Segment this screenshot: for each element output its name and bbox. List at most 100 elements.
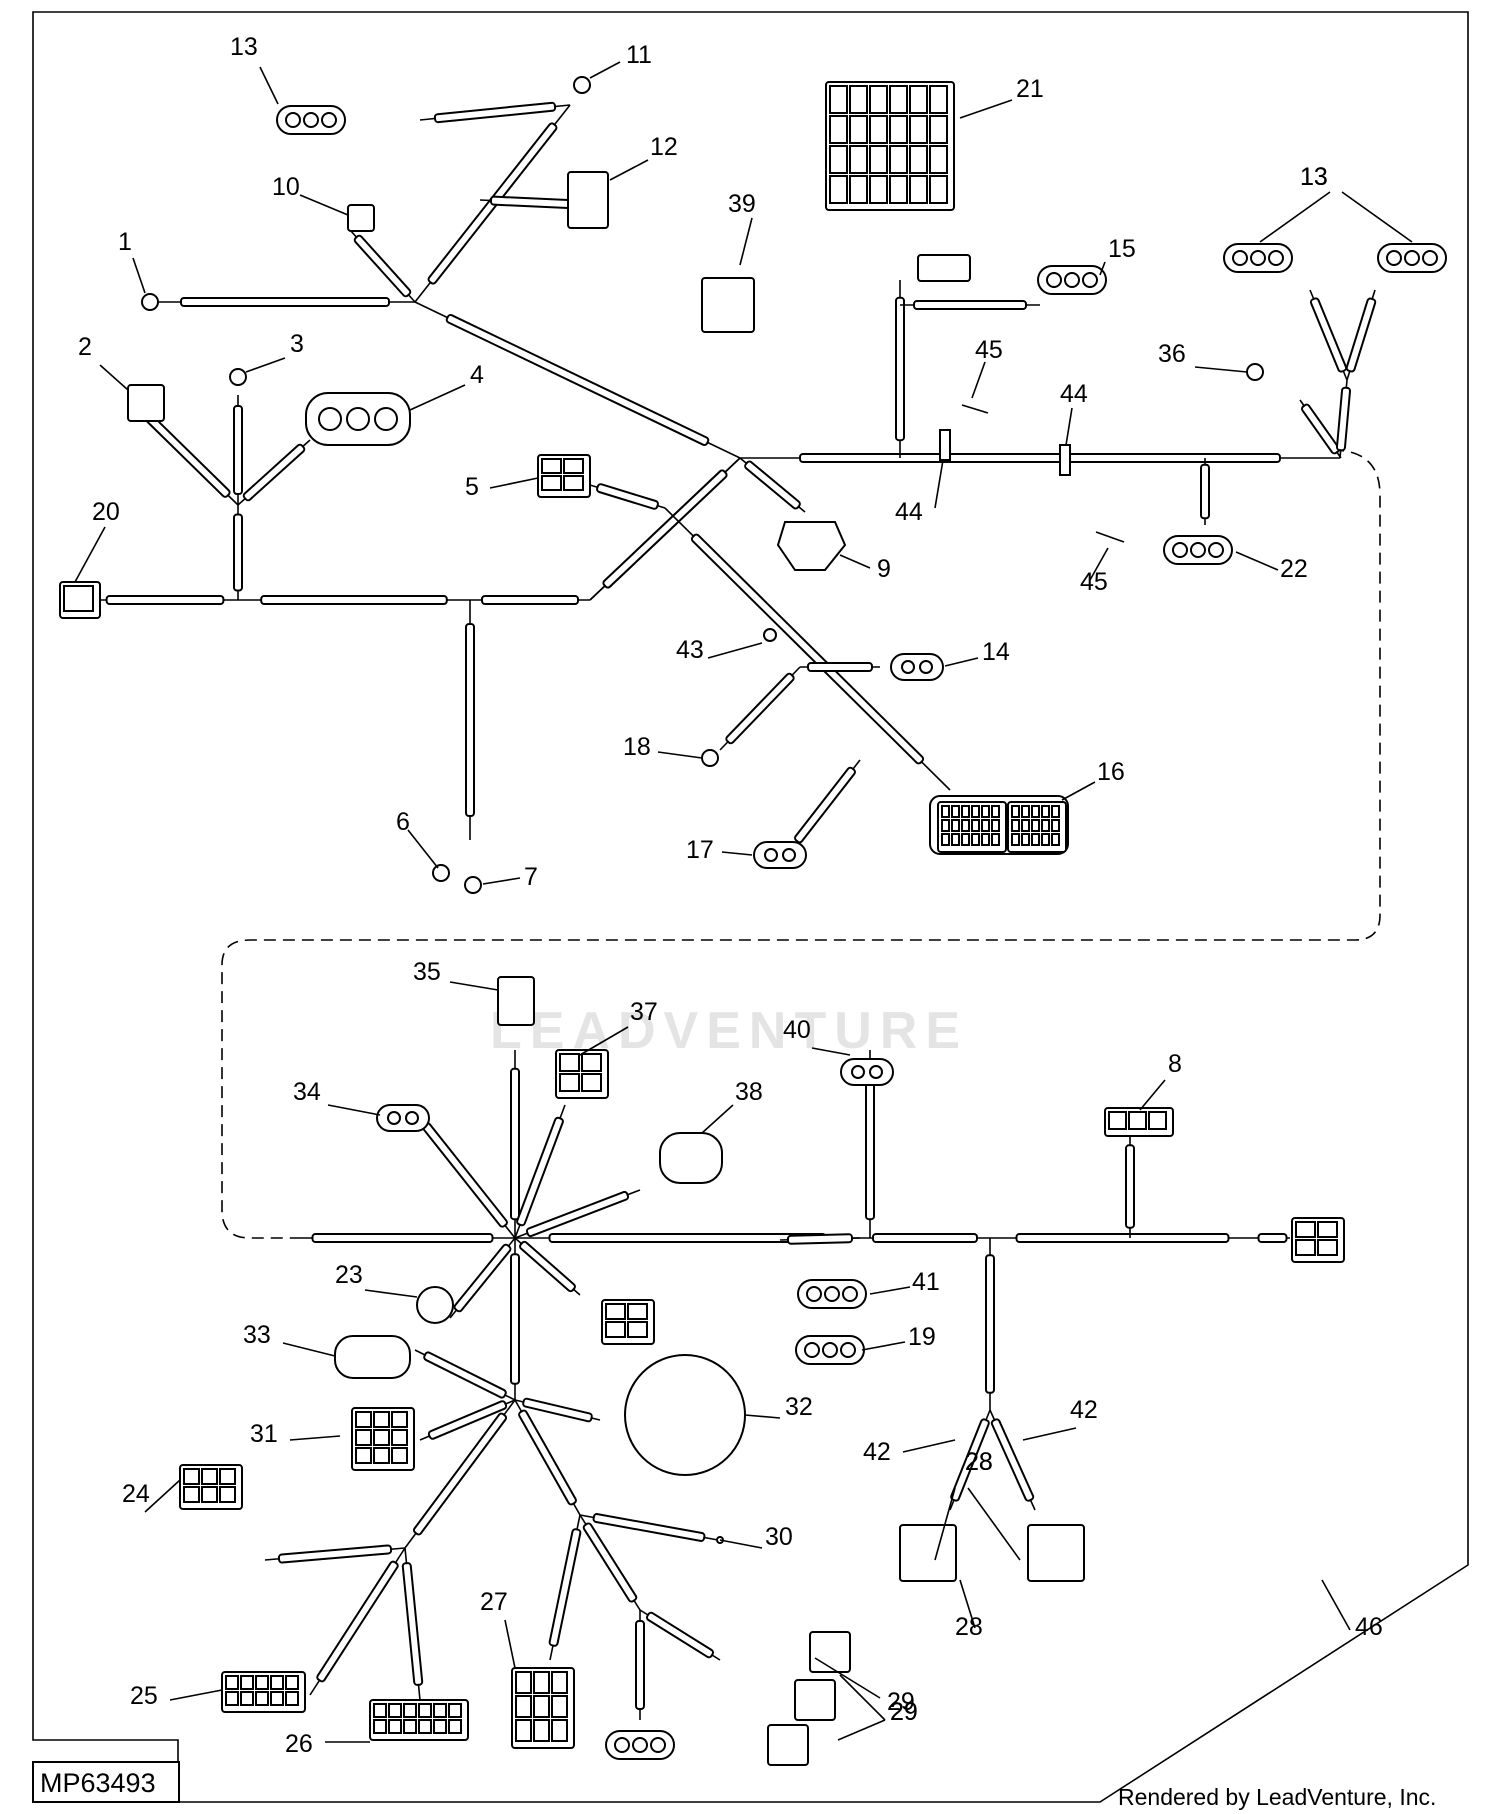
connector-36-ring: [1246, 363, 1264, 381]
upper-branch-21-sleeve: [725, 672, 795, 745]
connector-34-pin-2: [405, 1111, 419, 1125]
lower-branch-31-sleeve: [1125, 1144, 1135, 1229]
upper-branch-19-sleeve: [596, 483, 659, 510]
connector-16-pins-left-cell: [991, 819, 1000, 832]
connector-21-fuse-block-cell: [889, 85, 908, 114]
connector-5-lower-cell: [627, 1321, 648, 1338]
connector-21-fuse-block-cell: [929, 175, 948, 204]
upper-branch-27-sleeve: [1345, 297, 1377, 373]
lower-branch-8-sleeve: [525, 1190, 630, 1238]
callout-34: 34: [293, 1078, 321, 1106]
connector-21-fuse-block-cell: [929, 145, 948, 174]
callout-25: 25: [130, 1682, 158, 1710]
connector-2: [127, 384, 165, 422]
lower-branch-5-sleeve: [1257, 1233, 1288, 1243]
upper-branch-1-sleeve: [105, 595, 225, 605]
lower-branch-24-sleeve: [635, 1620, 645, 1710]
callout-28: 28: [955, 1613, 983, 1641]
callout-leader-21: [959, 99, 1013, 119]
connector-16-pins-right-cell: [1021, 833, 1030, 846]
connector-31-cell: [373, 1429, 390, 1446]
callout-leader-44: [1065, 407, 1073, 446]
connector-16-pins-left-cell: [971, 805, 980, 818]
callout-7: 7: [524, 863, 538, 891]
callout-28: 28: [965, 1448, 993, 1476]
callout-16: 16: [1097, 758, 1125, 786]
callout-leader-17: [721, 851, 753, 856]
connector-16-pins-left-cell: [971, 833, 980, 846]
connector-21-fuse-block-cell: [849, 145, 868, 174]
connector-27-cell: [551, 1719, 568, 1742]
connector-8-cell: [1128, 1111, 1147, 1130]
connector-29-b: [794, 1679, 836, 1721]
connector-31-cell: [391, 1447, 408, 1464]
connector-44-a: [939, 429, 951, 461]
callout-13: 13: [1300, 163, 1328, 191]
callout-leader-10: [299, 194, 349, 216]
connector-21-fuse-block-cell: [829, 175, 848, 204]
lower-branch-10-sleeve: [453, 1243, 512, 1313]
connector-16-pins-left-cell: [971, 819, 980, 832]
connector-16-pins-right-cell: [1031, 833, 1040, 846]
connector-41-pin-2: [824, 1286, 840, 1302]
connector-24-cell: [201, 1486, 218, 1503]
callout-27: 27: [480, 1588, 508, 1616]
callout-13: 13: [1300, 163, 1328, 191]
callout-35: 35: [413, 958, 441, 986]
lower-branch-18-sleeve: [277, 1544, 393, 1564]
connector-45-b-screw: [1095, 531, 1125, 543]
connector-26-cell: [433, 1703, 447, 1718]
callout-29: 29: [890, 1698, 918, 1726]
callout-leader-37: [579, 1026, 629, 1056]
connector-44-b: [1059, 444, 1071, 476]
connector-16-pins-left-cell: [981, 805, 990, 818]
connector-21-fuse-block-cell: [929, 85, 948, 114]
connector-13-b-pin-2: [1250, 250, 1266, 266]
connector-16-pins-left-cell: [941, 833, 950, 846]
connector-21-fuse-block-cell: [929, 115, 948, 144]
connector-9: [776, 521, 847, 571]
callout-leader-28: [934, 1487, 956, 1561]
callout-leader-34: [327, 1104, 381, 1116]
connector-21-fuse-block-cell: [909, 115, 928, 144]
lower-branch-23-sleeve: [582, 1522, 638, 1603]
callout-43: 43: [676, 636, 704, 664]
callout-leader-27: [504, 1619, 516, 1669]
connector-26-cell: [448, 1719, 462, 1734]
callout-24: 24: [122, 1480, 150, 1508]
callout-leader-1: [132, 257, 146, 294]
connector-25-cell: [255, 1691, 269, 1706]
upper-branch-23-sleeve: [799, 453, 1281, 463]
callout-leader-23: [364, 1289, 418, 1298]
connector-13-d-pin-2: [632, 1737, 648, 1753]
lower-branch-12-sleeve: [510, 1253, 520, 1385]
connector-16-pins-left-cell: [961, 833, 970, 846]
connector-5-right-cell: [1317, 1221, 1338, 1238]
connector-5-lower-cell: [605, 1321, 626, 1338]
callout-leader-36: [1194, 366, 1248, 373]
connector-24-cell: [183, 1486, 200, 1503]
upper-branch-29-sleeve: [913, 300, 1027, 310]
callout-8: 8: [1168, 1050, 1182, 1078]
connector-43: [763, 628, 777, 642]
connector-17-pin-2: [782, 848, 796, 862]
connector-31-cell: [373, 1411, 390, 1428]
connector-7-ring: [464, 876, 482, 894]
lower-branch-9-sleeve: [422, 1122, 508, 1228]
callout-17: 17: [686, 836, 714, 864]
connector-5-upper-cell: [541, 475, 562, 491]
connector-41-pin-3: [842, 1286, 858, 1302]
callout-leader-32: [744, 1414, 781, 1419]
callout-leader-38: [701, 1104, 734, 1134]
callout-leader-35: [449, 981, 499, 991]
connector-13-b-pin-3: [1268, 250, 1284, 266]
connector-31-cell: [355, 1411, 372, 1428]
upper-branch-7-sleeve: [233, 405, 243, 495]
upper-branch-22-sleeve: [794, 766, 856, 844]
callout-leader-46: [1321, 1579, 1351, 1631]
connector-16-pins-left-cell: [941, 819, 950, 832]
upper-branch-26-sleeve: [1309, 297, 1348, 373]
lower-branch-16-sleeve: [518, 1409, 577, 1506]
callout-44: 44: [895, 498, 923, 526]
connector-31-cell: [355, 1429, 372, 1446]
